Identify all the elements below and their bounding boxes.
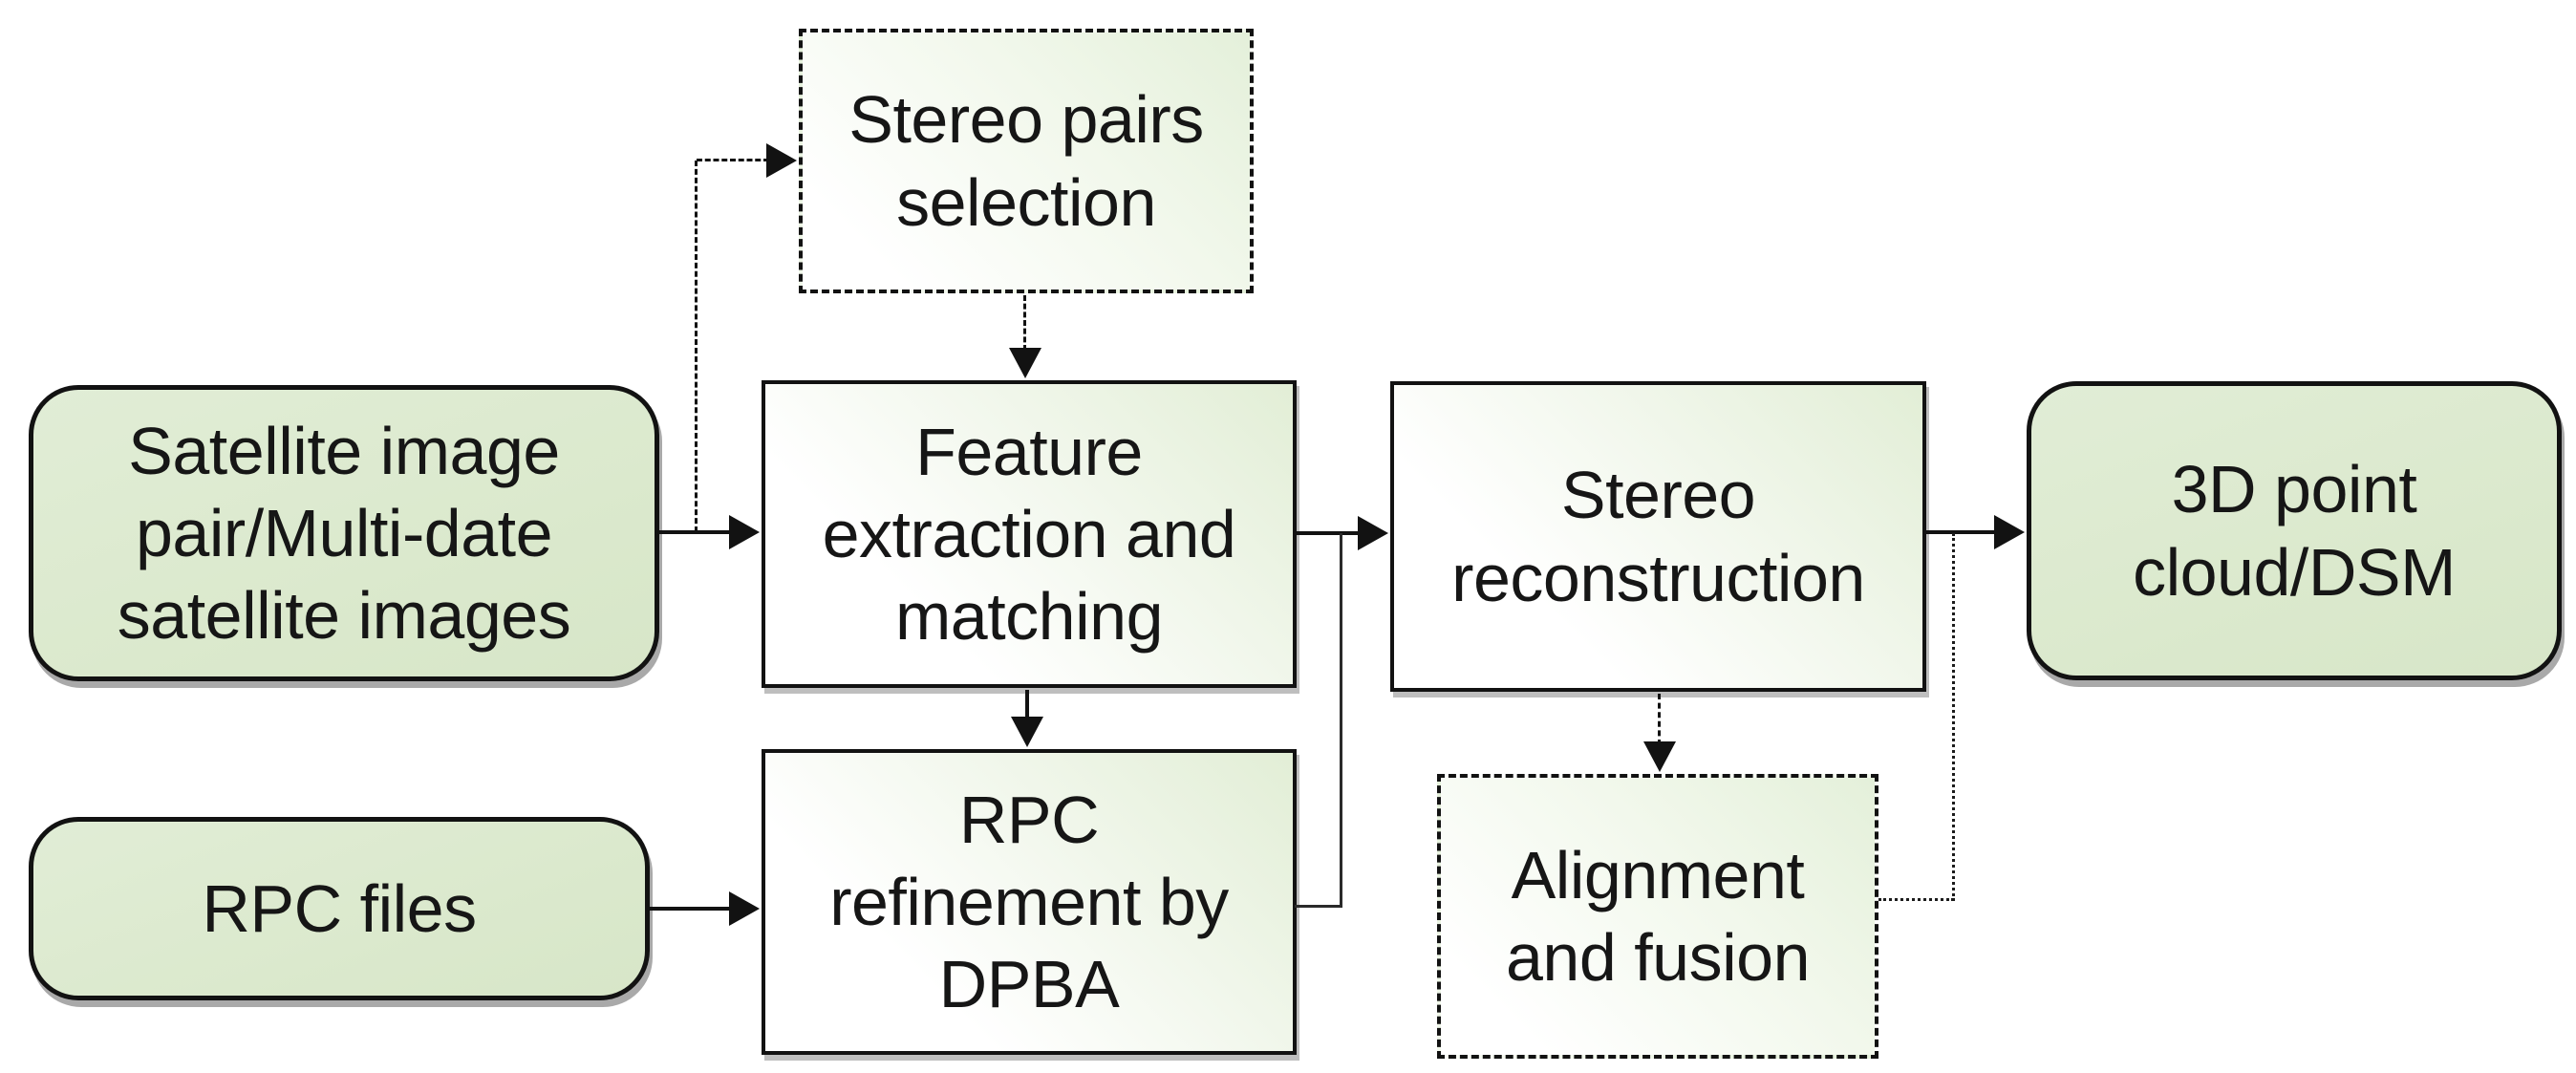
edge-satellite-to-stereopairs-vertical-dashed xyxy=(695,161,698,532)
edge-feature-to-stereorecon-arrowhead-icon xyxy=(1358,516,1388,550)
node-alignment-fusion: Alignment and fusion xyxy=(1437,774,1878,1059)
edge-rpcrefinement-join-horizontal xyxy=(1295,905,1342,908)
edge-alignment-join-horizontal-dotted xyxy=(1878,898,1954,901)
edge-stereopairs-to-feature-dashed-line xyxy=(1023,295,1026,351)
edge-satellite-to-stereopairs-arrowhead-icon xyxy=(766,143,797,178)
edge-alignment-join-vertical-dotted xyxy=(1952,533,1955,901)
edge-rpcfiles-to-rpcrefinement-arrowhead-icon xyxy=(729,891,760,926)
edge-stereorecon-to-alignment-arrowhead-icon xyxy=(1643,741,1676,772)
node-stereo-pairs-selection: Stereo pairs selection xyxy=(799,29,1254,293)
edge-feature-to-stereorecon-line xyxy=(1295,531,1363,535)
edge-stereopairs-to-feature-arrowhead-icon xyxy=(1009,348,1041,378)
edge-feature-to-rpcrefinement-line xyxy=(1025,690,1029,720)
edge-satellite-to-feature-line xyxy=(655,530,736,534)
edge-stereorecon-to-pointcloud-line xyxy=(1924,530,1998,534)
edge-satellite-to-feature-arrowhead-icon xyxy=(729,515,760,549)
node-point-cloud-dsm: 3D point cloud/DSM xyxy=(2027,381,2562,680)
edge-satellite-to-stereopairs-horizontal-dashed xyxy=(697,159,769,161)
node-rpc-refinement: RPC refinement by DPBA xyxy=(762,749,1297,1055)
edge-stereorecon-to-pointcloud-arrowhead-icon xyxy=(1994,515,2025,549)
edge-rpcrefinement-join-vertical xyxy=(1340,533,1342,908)
edge-feature-to-rpcrefinement-arrowhead-icon xyxy=(1011,717,1043,747)
edge-stereorecon-to-alignment-dashed-line xyxy=(1658,694,1661,745)
node-rpc-files: RPC files xyxy=(29,817,650,1000)
node-feature-extraction: Feature extraction and matching xyxy=(762,380,1297,688)
node-stereo-reconstruction: Stereo reconstruction xyxy=(1390,381,1926,692)
edge-rpcfiles-to-rpcrefinement-line xyxy=(646,907,732,911)
node-satellite-images: Satellite image pair/Multi-date satellit… xyxy=(29,385,659,681)
